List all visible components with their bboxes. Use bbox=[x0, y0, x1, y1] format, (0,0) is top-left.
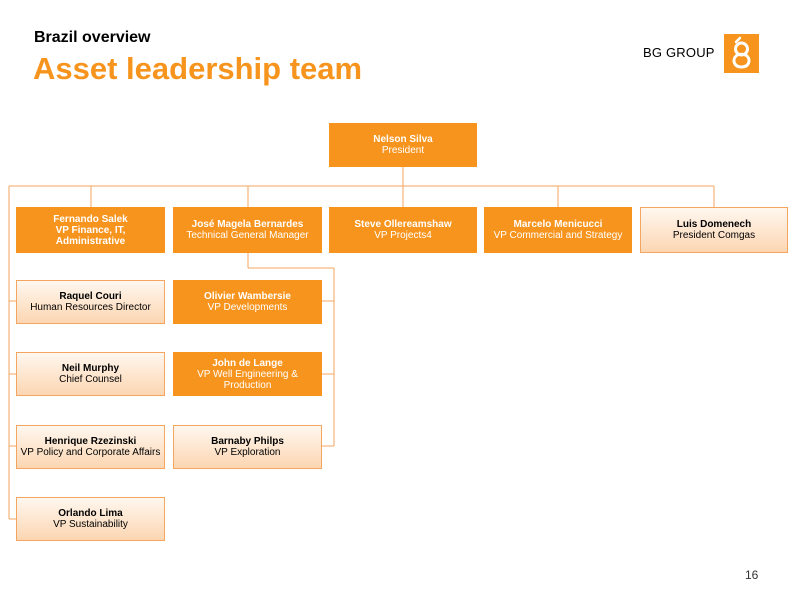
org-box-vp-finance: Fernando Salek VP Finance, IT, Administr… bbox=[16, 207, 165, 253]
person-role: VP Sustainability bbox=[53, 519, 128, 530]
person-name: Luis Domenech bbox=[676, 219, 752, 230]
person-name: John de Lange bbox=[212, 357, 283, 369]
person-role: VP Well Engineering & Production bbox=[197, 368, 298, 391]
person-role: Human Resources Director bbox=[30, 302, 151, 313]
person-role: Chief Counsel bbox=[59, 374, 122, 385]
org-box-technical-manager: José Magela Bernardes Technical General … bbox=[173, 207, 322, 253]
person-role: VP Projects4 bbox=[374, 230, 432, 241]
org-box-vp-projects: Steve Ollereamshaw VP Projects4 bbox=[329, 207, 477, 253]
person-name: Neil Murphy bbox=[61, 363, 120, 374]
org-box-vp-exploration: Barnaby Philps VP Exploration bbox=[173, 425, 322, 469]
person-role: President Comgas bbox=[672, 230, 756, 241]
person-role: VP Commercial and Strategy bbox=[493, 230, 623, 241]
person-name: Henrique Rzezinski bbox=[44, 436, 137, 447]
page-title: Asset leadership team bbox=[33, 51, 363, 86]
person-role: VP Exploration bbox=[214, 447, 281, 458]
org-box-president-comgas: Luis Domenech President Comgas bbox=[640, 207, 788, 253]
section-subtitle: Brazil overview bbox=[34, 29, 151, 46]
person-name: Orlando Lima bbox=[58, 508, 123, 519]
person-name: Marcelo Menicucci bbox=[513, 219, 603, 230]
org-box-vp-commercial: Marcelo Menicucci VP Commercial and Stra… bbox=[484, 207, 632, 253]
person-name: Steve Ollereamshaw bbox=[354, 219, 452, 230]
org-box-chief-counsel: Neil Murphy Chief Counsel bbox=[16, 352, 165, 396]
person-name: Barnaby Philps bbox=[211, 436, 284, 447]
person-role: VP Policy and Corporate Affairs bbox=[20, 447, 161, 458]
org-box-vp-policy: Henrique Rzezinski VP Policy and Corpora… bbox=[16, 425, 165, 469]
person-name: Nelson Silva bbox=[373, 134, 433, 145]
person-role: Technical General Manager bbox=[186, 230, 309, 241]
person-role: VP Developments bbox=[207, 302, 288, 313]
person-role: President bbox=[381, 145, 425, 156]
company-logo-text: BG GROUP bbox=[643, 45, 715, 60]
person-name: José Magela Bernardes bbox=[191, 219, 304, 230]
org-box-hr-director: Raquel Couri Human Resources Director bbox=[16, 280, 165, 324]
org-box-president: Nelson Silva President bbox=[329, 123, 477, 167]
org-box-vp-sustainability: Orlando Lima VP Sustainability bbox=[16, 497, 165, 541]
person-name: Raquel Couri bbox=[59, 291, 122, 302]
org-box-vp-well-engineering: John de Lange VP Well Engineering & Prod… bbox=[173, 352, 322, 396]
person-name: Olivier Wambersie bbox=[204, 291, 291, 302]
org-box-vp-developments: Olivier Wambersie VP Developments bbox=[173, 280, 322, 324]
bg-group-logo-mark-icon bbox=[724, 34, 759, 73]
page-number: 16 bbox=[745, 568, 759, 582]
person-role: VP Finance, IT, Administrative bbox=[55, 224, 126, 247]
person-name: Fernando Salek bbox=[53, 213, 128, 225]
